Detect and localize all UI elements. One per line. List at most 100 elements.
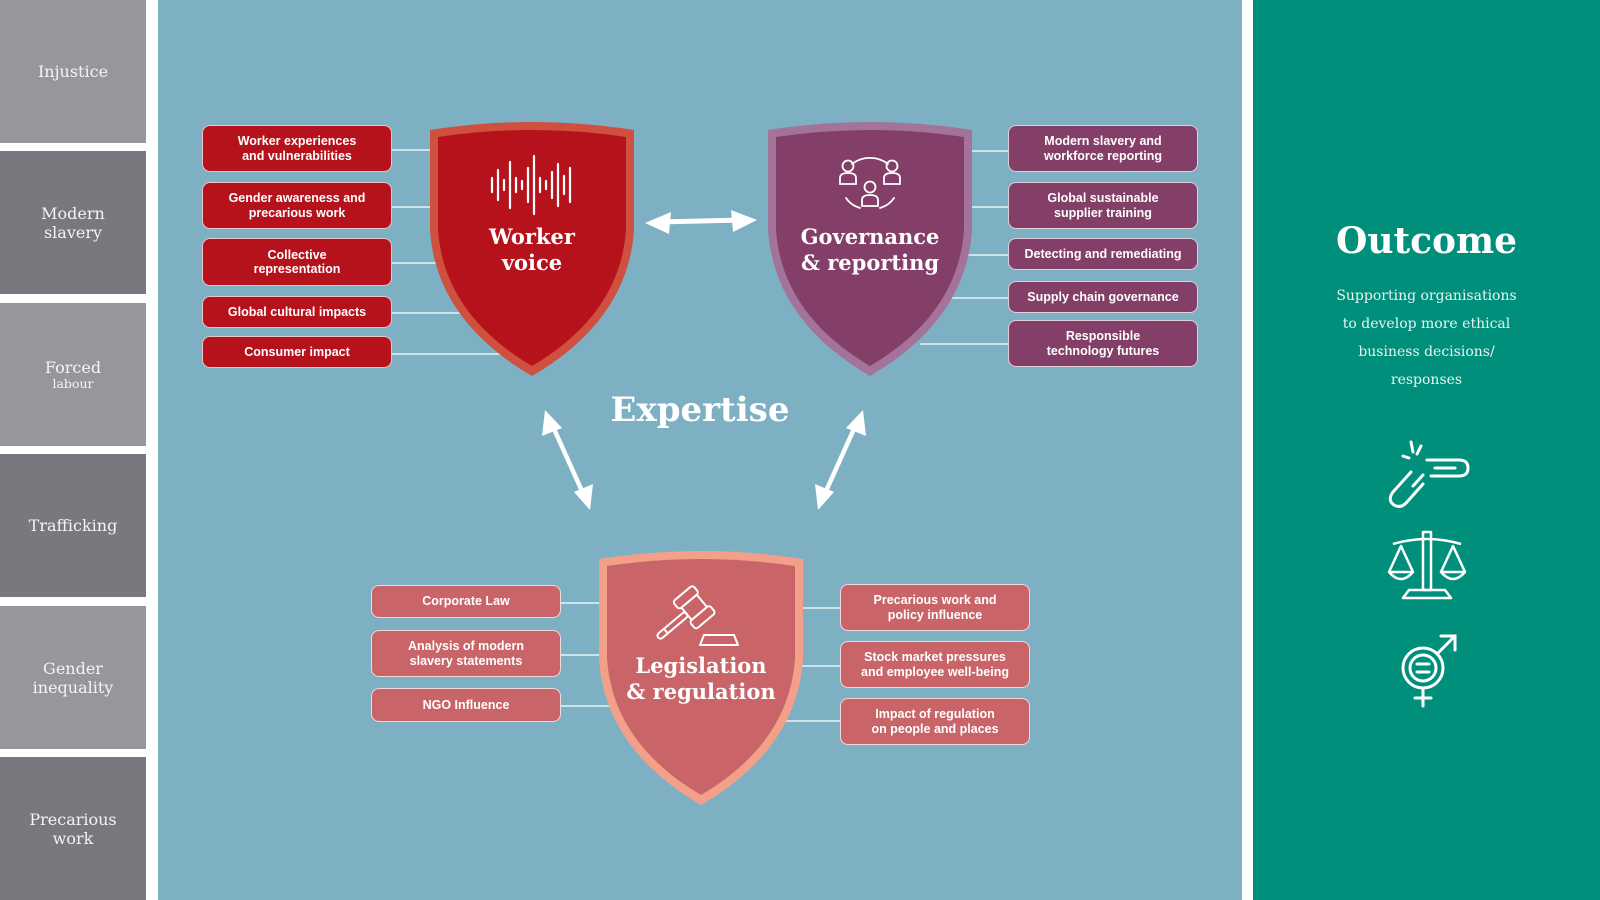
connector-line bbox=[965, 150, 1008, 152]
bidirectional-arrow-icon bbox=[542, 410, 593, 510]
outcome-description: Supporting organisations to develop more… bbox=[1293, 282, 1560, 394]
shield-title-line1: Worker bbox=[489, 224, 575, 249]
issue-tile-gender-inequality: Gender inequality bbox=[0, 606, 146, 749]
shield-title-line2: & reporting bbox=[800, 250, 940, 275]
topic-line: Worker experiences bbox=[237, 134, 357, 148]
connector-line bbox=[392, 149, 442, 151]
topic-line: and employee well-being bbox=[861, 664, 1009, 679]
broken-chain-icon bbox=[1388, 440, 1470, 508]
shield-title-line2: voice bbox=[501, 250, 563, 275]
issue-tile-forced-labour: Forced labour bbox=[0, 303, 146, 446]
issue-label: Trafficking bbox=[28, 516, 118, 535]
gender-equality-icon bbox=[1401, 634, 1457, 708]
topic-line: and vulnerabilities bbox=[242, 148, 352, 163]
topic-line: Stock market pressures bbox=[864, 650, 1006, 664]
topic-line: Detecting and remediating bbox=[1024, 246, 1182, 261]
topic-line: Gender awareness and bbox=[228, 191, 366, 205]
topic-box-consumer-impact: Consumer impact bbox=[202, 336, 392, 368]
shield-title-line2: & regulation bbox=[626, 679, 776, 704]
outcome-description-line: Supporting organisations bbox=[1336, 288, 1517, 304]
issue-label-line2: slavery bbox=[43, 222, 103, 242]
topic-line: policy influence bbox=[887, 607, 983, 622]
connector-line bbox=[560, 705, 610, 707]
issue-label-line1: Forced bbox=[44, 358, 102, 377]
topic-line: representation bbox=[253, 262, 341, 276]
topic-line: Corporate Law bbox=[422, 594, 510, 609]
topic-line: Supply chain governance bbox=[1027, 289, 1179, 304]
outcome-panel: Outcome Supporting organisations to deve… bbox=[1253, 0, 1600, 900]
issue-label-line2: work bbox=[52, 828, 94, 848]
topic-box-detecting-remediating: Detecting and remediating bbox=[1008, 238, 1198, 270]
topic-line: Collective bbox=[267, 247, 327, 262]
shield-shape bbox=[430, 122, 634, 376]
issues-sidebar: Injustice Modern slavery Forced labour T… bbox=[0, 0, 146, 900]
shield-title: Governance & reporting bbox=[766, 224, 974, 276]
topic-box-ngo-influence: NGO Influence bbox=[371, 688, 561, 722]
shield-title: Legislation & regulation bbox=[597, 653, 805, 705]
issue-label-line1: Precarious bbox=[29, 809, 117, 829]
topic-line: Impact of regulation bbox=[875, 707, 995, 721]
connector-line bbox=[785, 720, 840, 722]
topic-line: on people and places bbox=[871, 721, 999, 736]
topic-line: Modern slavery and bbox=[1044, 134, 1162, 148]
scales-of-justice-icon bbox=[1387, 530, 1467, 600]
shield-worker-voice: Worker voice bbox=[428, 120, 636, 378]
connector-line bbox=[800, 665, 840, 667]
shield-title-line1: Governance bbox=[800, 224, 940, 249]
shield-title-line1: Legislation bbox=[635, 653, 767, 678]
connector-line bbox=[965, 206, 1008, 208]
topic-line: technology futures bbox=[1046, 343, 1160, 358]
connector-line bbox=[392, 353, 502, 355]
connector-line bbox=[392, 312, 470, 314]
connector-line bbox=[800, 607, 840, 609]
topic-line: Responsible bbox=[1065, 329, 1141, 343]
topic-line: workforce reporting bbox=[1043, 148, 1163, 163]
topic-line: Precarious work and bbox=[873, 593, 997, 607]
people-network-icon bbox=[839, 156, 901, 209]
topic-line: Global cultural impacts bbox=[227, 304, 367, 319]
bidirectional-arrow-icon bbox=[815, 410, 866, 510]
topic-line: supplier training bbox=[1054, 205, 1152, 220]
outcome-description-line: business decisions/ bbox=[1358, 344, 1495, 360]
topic-line: Consumer impact bbox=[244, 344, 350, 359]
issue-label: Injustice bbox=[37, 62, 109, 81]
shield-shape bbox=[599, 551, 803, 805]
outcome-description-line: to develop more ethical bbox=[1342, 316, 1511, 332]
expertise-label: Expertise bbox=[610, 390, 790, 430]
issue-label-line1: Modern bbox=[41, 203, 105, 223]
connector-line bbox=[560, 654, 602, 656]
issue-label-line2: inequality bbox=[32, 677, 114, 697]
gavel-icon bbox=[656, 585, 739, 646]
sound-wave-icon bbox=[490, 154, 572, 216]
outcome-title: Outcome bbox=[1335, 220, 1518, 262]
shield-title: Worker voice bbox=[428, 224, 636, 276]
topic-box-supply-chain-governance: Supply chain governance bbox=[1008, 281, 1198, 313]
issue-tile-precarious-work: Precarious work bbox=[0, 757, 146, 900]
bidirectional-arrow-icon bbox=[645, 210, 757, 234]
connector-line bbox=[945, 297, 1008, 299]
topic-box-global-cultural-impacts: Global cultural impacts bbox=[202, 296, 392, 328]
connector-line bbox=[392, 206, 437, 208]
issue-tile-trafficking: Trafficking bbox=[0, 454, 146, 597]
connector-line bbox=[560, 602, 605, 604]
topic-line: Analysis of modern bbox=[408, 639, 524, 653]
issue-tile-modern-slavery: Modern slavery bbox=[0, 151, 146, 294]
shield-legislation-regulation: Legislation & regulation bbox=[597, 549, 805, 807]
shield-governance-reporting: Governance & reporting bbox=[766, 120, 974, 378]
topic-line: slavery statements bbox=[409, 653, 523, 668]
shield-shape bbox=[768, 122, 972, 376]
topic-line: Global sustainable bbox=[1047, 191, 1159, 205]
issue-label-line1: Gender bbox=[43, 658, 103, 678]
topic-line: precarious work bbox=[248, 205, 346, 220]
connector-line bbox=[962, 254, 1008, 256]
